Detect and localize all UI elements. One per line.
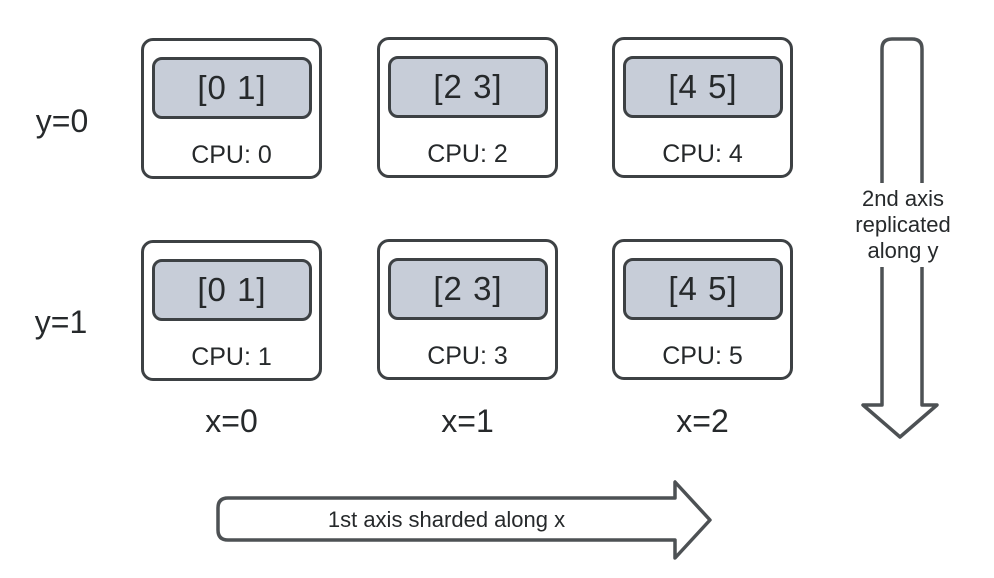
cpu-label: CPU: 3: [427, 342, 508, 370]
device-box-cpu0: [0 1] CPU: 0: [141, 38, 322, 179]
shard-chip: [2 3]: [388, 56, 548, 118]
cpu-label: CPU: 1: [191, 343, 272, 371]
device-box-cpu5: [4 5] CPU: 5: [612, 239, 793, 380]
col-label-x0: x=0: [205, 403, 258, 439]
col-label-x1: x=1: [441, 403, 494, 439]
y-arrow-label-line1: 2nd axis: [862, 186, 944, 211]
y-arrow-label-line3: along y: [867, 238, 939, 263]
shard-values: [2 3]: [433, 68, 503, 105]
shard-values: [4 5]: [668, 270, 738, 307]
row-label-y0: y=0: [35, 103, 89, 139]
device-box-cpu4: [4 5] CPU: 4: [612, 37, 793, 178]
shard-values: [4 5]: [668, 68, 738, 105]
shard-chip: [4 5]: [623, 56, 783, 118]
shard-values: [2 3]: [433, 270, 503, 307]
shard-values: [0 1]: [197, 69, 267, 106]
x-arrow-label: 1st axis sharded along x: [327, 507, 566, 532]
y-arrow-label-line2: replicated: [855, 212, 951, 237]
device-box-cpu2: [2 3] CPU: 2: [377, 37, 558, 178]
shard-values: [0 1]: [197, 271, 267, 308]
device-box-cpu1: [0 1] CPU: 1: [141, 240, 322, 381]
cpu-label: CPU: 2: [427, 140, 508, 168]
y-arrow-label: 2nd axis replicated along y: [840, 183, 966, 267]
right-arrow-icon: [216, 480, 712, 560]
cpu-label: CPU: 5: [662, 342, 743, 370]
cpu-label: CPU: 4: [662, 140, 743, 168]
shard-chip: [2 3]: [388, 258, 548, 320]
row-label-y1: y=1: [34, 304, 88, 340]
device-box-cpu3: [2 3] CPU: 3: [377, 239, 558, 380]
cpu-label: CPU: 0: [191, 141, 272, 169]
shard-chip: [0 1]: [152, 57, 312, 119]
shard-chip: [4 5]: [623, 258, 783, 320]
col-label-x2: x=2: [676, 403, 729, 439]
shard-chip: [0 1]: [152, 259, 312, 321]
